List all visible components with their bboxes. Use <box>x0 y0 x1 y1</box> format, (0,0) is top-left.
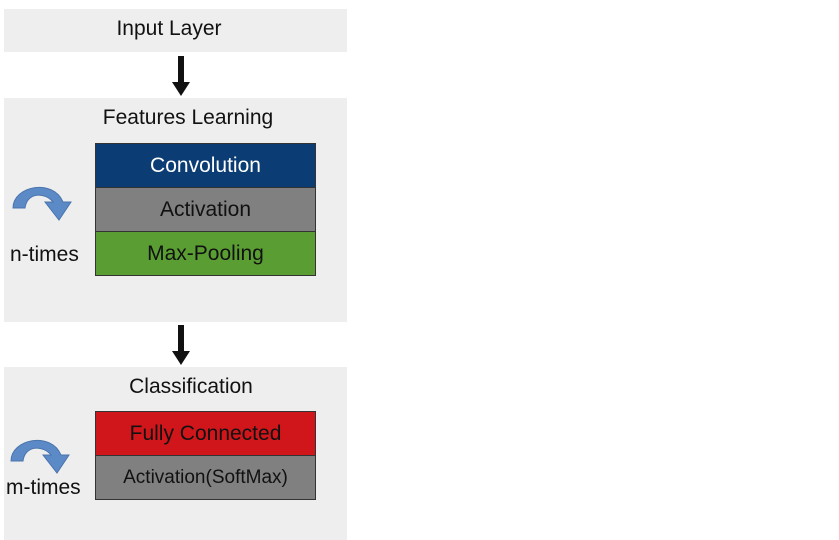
fully-connected-label: Fully Connected <box>129 421 282 445</box>
max-pooling-layer: Max-Pooling <box>95 231 316 276</box>
loop-arrow-icon <box>10 439 70 474</box>
activation-layer: Activation <box>95 187 316 232</box>
m-times-label: m-times <box>6 476 81 499</box>
features-learning-panel: Features Learning n-times Convolution Ac… <box>4 98 347 322</box>
down-arrow-icon <box>172 56 190 96</box>
convolution-label: Convolution <box>150 153 261 177</box>
down-arrow-icon <box>172 325 190 365</box>
softmax-activation-label: Activation(SoftMax) <box>123 466 288 488</box>
max-pooling-label: Max-Pooling <box>147 241 264 265</box>
loop-arrow-icon <box>12 186 72 221</box>
classification-panel: Classification m-times Fully Connected A… <box>4 367 347 540</box>
input-layer-panel: Input Layer <box>4 9 347 52</box>
softmax-activation-layer: Activation(SoftMax) <box>95 455 316 500</box>
fully-connected-layer: Fully Connected <box>95 411 316 456</box>
input-layer-label: Input Layer <box>116 17 222 40</box>
features-learning-title: Features Learning <box>102 106 274 129</box>
convolution-layer: Convolution <box>95 143 316 188</box>
classification-title: Classification <box>129 375 253 398</box>
n-times-label: n-times <box>10 243 79 266</box>
activation-label: Activation <box>159 197 252 221</box>
